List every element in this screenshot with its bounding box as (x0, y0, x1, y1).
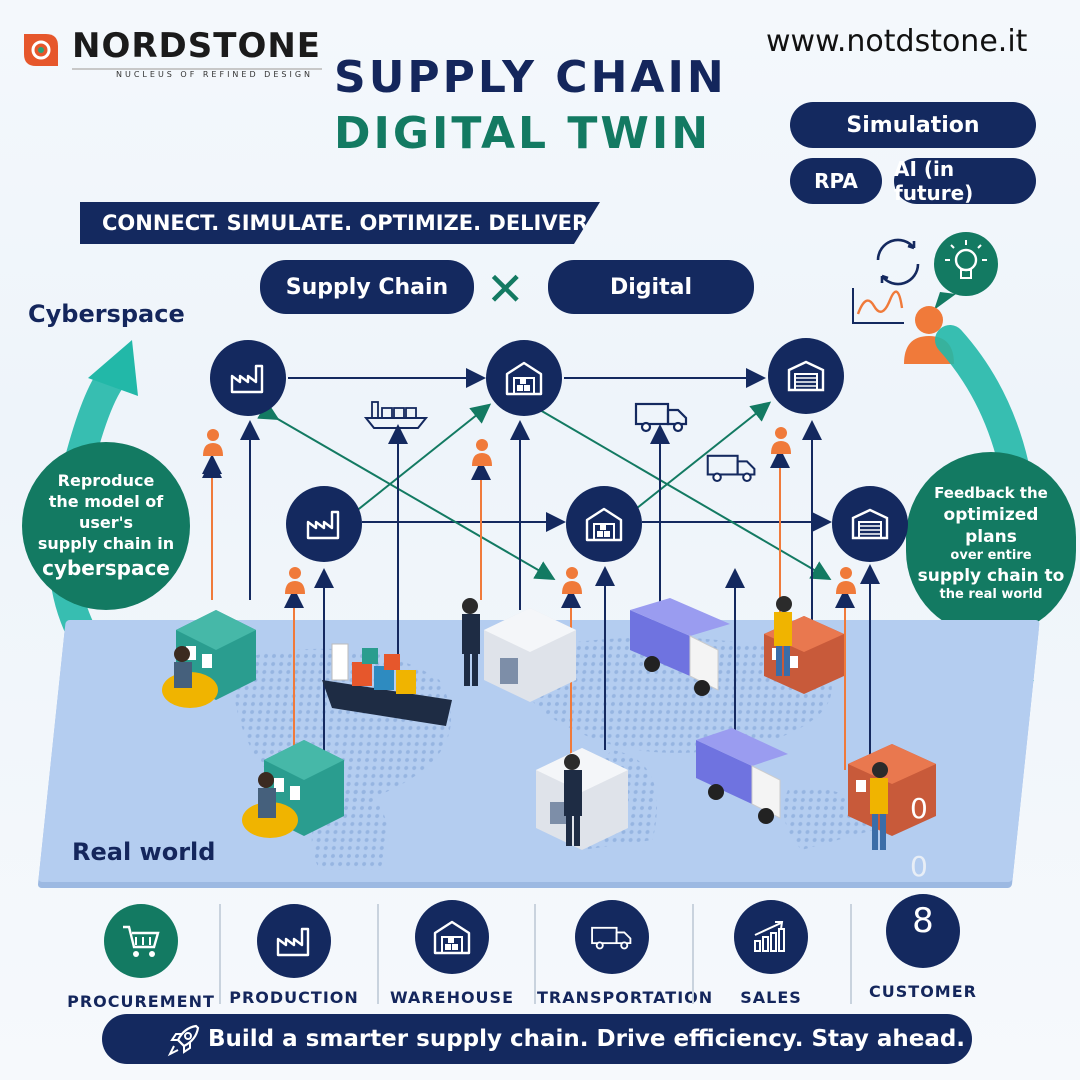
category-production: PRODUCTION (219, 904, 369, 1007)
category-sales: SALES (696, 900, 846, 1007)
category-divider (377, 904, 379, 1004)
category-label: TRANSPORTATION (537, 988, 714, 1007)
person-icon (202, 428, 224, 460)
reproduce-model-callout: Reproduce the model of user's supply cha… (22, 442, 190, 610)
cta-banner: Build a smarter supply chain. Drive effi… (102, 1014, 972, 1064)
tagline-banner: CONNECT. SIMULATE. OPTIMIZE. DELIVER. (80, 202, 600, 244)
callout-line: the real world (939, 586, 1043, 602)
category-divider (534, 904, 536, 1004)
lightbulb-icon (930, 230, 1002, 316)
brand-underline (72, 68, 322, 70)
category-label: CUSTOMER (869, 982, 977, 1001)
page-title-line2: DIGITAL TWIN (334, 108, 712, 159)
callout-line: cyberspace (42, 555, 170, 580)
cart-icon (104, 904, 178, 978)
depot-node-icon (832, 486, 908, 562)
category-label: PRODUCTION (229, 988, 359, 1007)
depot-node-icon (768, 338, 844, 414)
category-procurement: PROCUREMENT (66, 904, 216, 1011)
person-icon (770, 426, 792, 458)
callout-line: supply chain to (917, 565, 1065, 586)
category-divider (850, 904, 852, 1004)
customer-icon: 8 (886, 894, 960, 968)
supply-chain-pill: Supply Chain (260, 260, 474, 314)
sales-chart-icon (734, 900, 808, 974)
ai-pill: AI (in future) (894, 157, 1036, 205)
website-link[interactable]: www.notdstone.it (766, 24, 1028, 59)
callout-line: supply chain in (37, 533, 175, 553)
category-divider (692, 904, 694, 1004)
simulation-pill: Simulation (790, 102, 1036, 148)
factory-node-icon (210, 340, 286, 416)
callout-line: the model of (48, 492, 164, 512)
callout-line: user's (78, 513, 134, 532)
category-transportation: TRANSPORTATION (537, 900, 714, 1007)
brand-logo-icon (22, 30, 60, 68)
ship-icon (362, 396, 430, 436)
callout-line: optimized plans (943, 504, 1039, 547)
brand-tagline: NUCLEUS OF REFINED DESIGN (116, 70, 314, 79)
warehouse-icon (415, 900, 489, 974)
real-world-illustration (162, 596, 936, 850)
cyberspace-label: Cyberspace (28, 300, 185, 328)
truck-icon (632, 398, 692, 438)
feedback-callout: Feedback the optimized plans over entire… (906, 452, 1076, 636)
callout-line: over entire (950, 547, 1032, 563)
real-world-label: Real world (72, 838, 216, 866)
category-label: SALES (740, 988, 802, 1007)
factory-node-icon (286, 486, 362, 562)
category-customer: 8 CUSTOMER (848, 894, 998, 1001)
truck-icon (704, 450, 760, 488)
callout-line: Reproduce (57, 471, 155, 491)
warehouse-node-icon (566, 486, 642, 562)
cta-text: Build a smarter supply chain. Drive effi… (208, 1026, 966, 1052)
stray-digit: 0 (910, 850, 928, 883)
category-label: PROCUREMENT (67, 992, 215, 1011)
refresh-cycle-icon (868, 232, 928, 296)
category-warehouse: WAREHOUSE (377, 900, 527, 1007)
factory-icon (257, 904, 331, 978)
cross-icon: ✕ (486, 262, 525, 316)
warehouse-node-icon (486, 340, 562, 416)
category-label: WAREHOUSE (390, 988, 514, 1007)
category-divider (219, 904, 221, 1004)
rpa-pill: RPA (790, 158, 882, 204)
line-chart-icon (850, 286, 906, 330)
person-icon (471, 438, 493, 470)
brand-name: NORDSTONE (72, 26, 322, 66)
truck-icon (575, 900, 649, 974)
digital-pill: Digital (548, 260, 754, 314)
callout-line: Feedback the (934, 484, 1048, 503)
page-title-line1: SUPPLY CHAIN (334, 52, 727, 103)
rocket-icon (166, 1022, 202, 1064)
stray-digit: 0 (910, 792, 928, 825)
stray-digit: 8 (912, 901, 934, 941)
